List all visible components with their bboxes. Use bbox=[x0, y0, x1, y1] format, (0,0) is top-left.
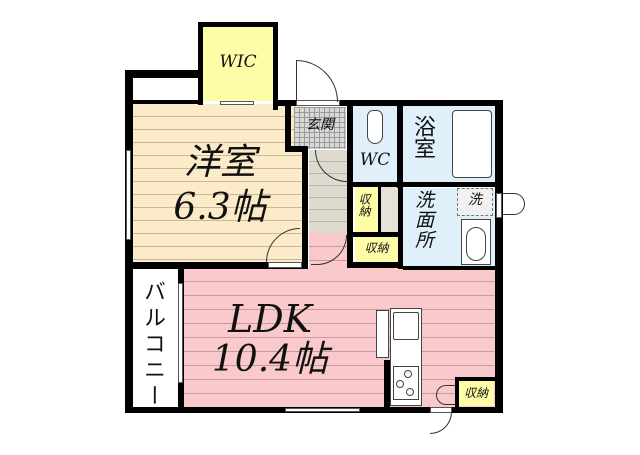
wall bbox=[397, 106, 403, 188]
back-door-swing bbox=[430, 412, 452, 434]
toilet-label: WC bbox=[359, 150, 391, 170]
stove-burner-icon bbox=[406, 388, 414, 396]
wall bbox=[133, 100, 203, 104]
entrance-label: 玄関 bbox=[306, 117, 334, 133]
washroom-label: 洗面所 bbox=[412, 190, 434, 250]
wall bbox=[273, 100, 503, 106]
wall bbox=[384, 360, 390, 408]
wic-room bbox=[203, 27, 273, 101]
window-south bbox=[285, 408, 360, 412]
wall bbox=[378, 187, 381, 234]
storage-2-room bbox=[355, 237, 398, 262]
western-room-label: 洋室 bbox=[183, 142, 256, 183]
ldk-size: 10.4帖 bbox=[211, 339, 329, 380]
washroom-door-swing bbox=[503, 193, 525, 215]
wic-label: WIC bbox=[219, 52, 257, 72]
storage-2-label: 収納 bbox=[364, 241, 389, 255]
entrance-door-swing bbox=[296, 60, 338, 102]
wall bbox=[273, 22, 278, 110]
balcony-area bbox=[132, 269, 178, 407]
wall bbox=[398, 187, 403, 269]
wall bbox=[347, 232, 402, 237]
wall bbox=[285, 146, 307, 152]
storage-void bbox=[381, 186, 398, 233]
toilet-fixture bbox=[367, 110, 383, 144]
window-west bbox=[126, 150, 131, 240]
ldk-label: LDK bbox=[227, 297, 313, 341]
wall bbox=[125, 70, 203, 78]
bathroom-label: 浴室 bbox=[410, 115, 435, 159]
storage-1-room bbox=[355, 186, 378, 233]
balcony-window bbox=[178, 283, 183, 383]
wall bbox=[347, 262, 403, 268]
wall bbox=[347, 106, 353, 268]
stove-burner-icon bbox=[396, 380, 404, 388]
washroom-window bbox=[496, 193, 502, 218]
wall bbox=[455, 377, 495, 381]
storage-3-label: 収納 bbox=[463, 386, 488, 400]
wall bbox=[198, 22, 203, 105]
stove-burner-icon bbox=[404, 370, 412, 378]
wall bbox=[455, 377, 459, 408]
fridge-space bbox=[376, 310, 389, 358]
wall bbox=[125, 70, 133, 412]
wall bbox=[198, 22, 278, 27]
wic-door-opening bbox=[220, 101, 254, 105]
wall bbox=[302, 146, 308, 268]
washer-label: 洗 bbox=[468, 192, 482, 208]
wall bbox=[133, 262, 308, 269]
ldk-room bbox=[183, 268, 495, 408]
washer-space bbox=[457, 188, 493, 216]
wall bbox=[285, 106, 291, 151]
western-room-size: 6.3帖 bbox=[173, 187, 267, 228]
bathtub bbox=[452, 110, 492, 178]
storage-1-label: 収納 bbox=[357, 193, 371, 217]
balcony-label: バルコニー bbox=[140, 280, 165, 410]
storage-door-swing bbox=[436, 385, 455, 405]
wall bbox=[495, 100, 503, 412]
entrance-floor bbox=[294, 107, 346, 149]
wall bbox=[347, 182, 503, 187]
wall bbox=[403, 266, 498, 270]
bedroom-door-opening bbox=[268, 262, 302, 268]
kitchen-sink bbox=[393, 312, 419, 340]
washbasin bbox=[466, 227, 486, 261]
storage-3-room bbox=[458, 380, 494, 406]
